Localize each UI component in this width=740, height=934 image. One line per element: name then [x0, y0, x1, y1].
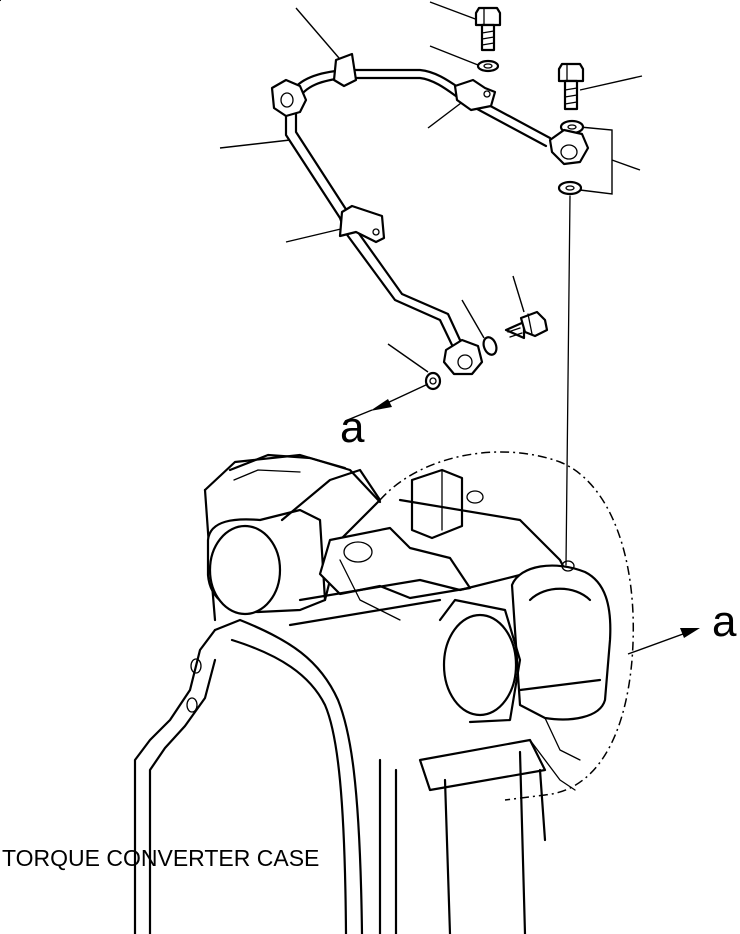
lube-tube	[270, 52, 590, 376]
washer-top	[476, 59, 500, 73]
washer-right-lower	[557, 180, 583, 196]
case-label: TORQUE CONVERTER CASE	[2, 845, 319, 871]
washer-lower-left	[424, 371, 442, 391]
banjo-bolt-lower	[504, 310, 549, 340]
view-arrow-upper	[344, 383, 429, 422]
label-a-upper: a	[340, 403, 365, 452]
view-arrow-right	[627, 628, 700, 655]
banjo-bolt-top	[474, 6, 502, 52]
assembly-centerline	[565, 195, 571, 566]
label-a-right: a	[712, 597, 737, 646]
washer-lower-right	[482, 336, 498, 356]
leader-lines	[219, 1, 643, 373]
banjo-bolt-right	[557, 62, 585, 111]
torque-converter-case	[0, 0, 635, 934]
